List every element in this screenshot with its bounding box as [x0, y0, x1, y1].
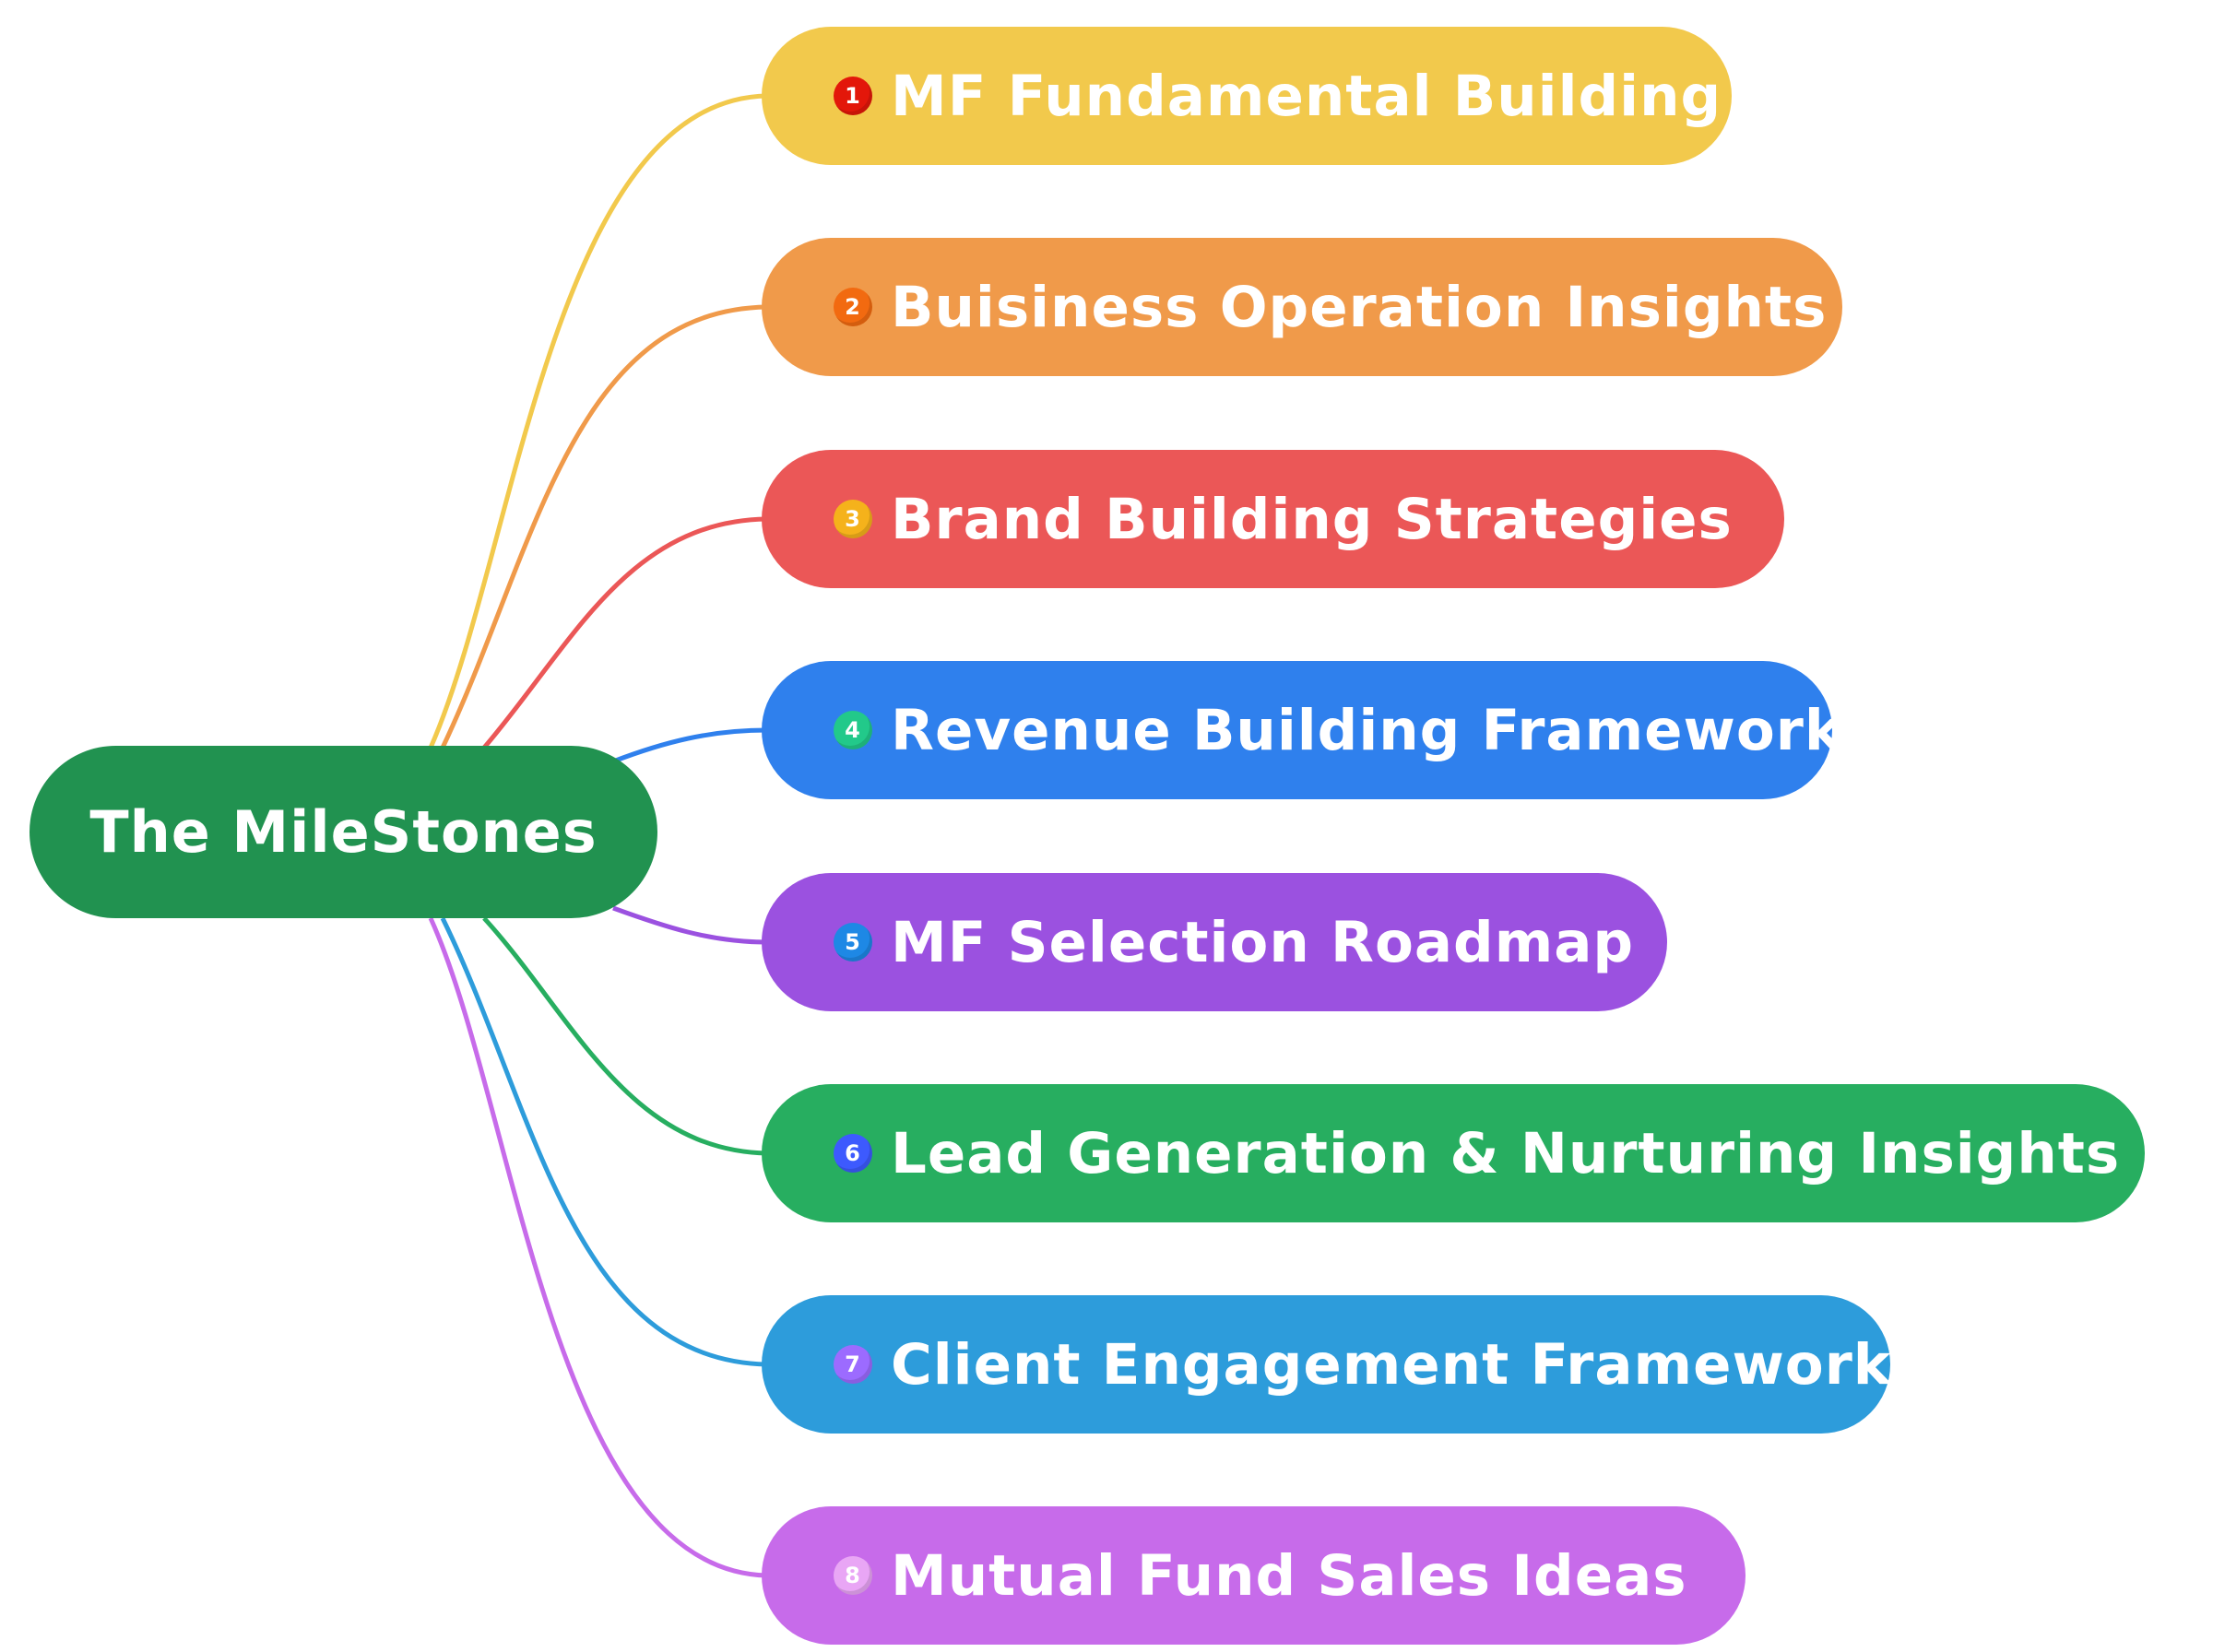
branch-topic-3[interactable]: 3 Brand Building Strategies	[762, 450, 1784, 588]
number-badge-7-icon: 7	[834, 1345, 872, 1384]
connector-line-8	[428, 916, 768, 1578]
branch-topic-5[interactable]: 5 MF Selection Roadmap	[762, 873, 1667, 1011]
branch-topic-2[interactable]: 2 Buisiness Operation Insights	[762, 238, 1842, 376]
number-badge-8-icon: 8	[834, 1556, 872, 1595]
branch-topic-6[interactable]: 6 Lead Generation & Nurturing Insights	[762, 1084, 2145, 1222]
connector-line-6	[482, 916, 768, 1156]
branch-topic-1-label: MF Fundamental Building	[891, 63, 1722, 129]
branch-topic-8[interactable]: 8 Mutual Fund Sales Ideas	[762, 1506, 1746, 1645]
connector-line-1	[428, 93, 768, 749]
connector-line-2	[440, 304, 768, 749]
branch-topic-6-label: Lead Generation & Nurturing Insights	[891, 1120, 2121, 1186]
branch-topic-3-label: Brand Building Strategies	[891, 486, 1733, 552]
branch-topic-2-label: Buisiness Operation Insights	[891, 274, 1828, 340]
branch-topic-7-label: Client Engagement Framework	[891, 1331, 1892, 1398]
number-badge-5-icon: 5	[834, 923, 872, 962]
branch-topic-5-label: MF Selection Roadmap	[891, 909, 1635, 975]
number-badge-2-icon: 2	[834, 288, 872, 326]
connector-line-7	[440, 916, 768, 1367]
connector-line-5	[612, 905, 768, 945]
root-topic-label: The MileStones	[89, 798, 598, 866]
connector-line-3	[482, 516, 768, 749]
branch-topic-4-label: Revenue Building Framework	[891, 697, 1843, 763]
branch-topic-7[interactable]: 7 Client Engagement Framework	[762, 1295, 1890, 1434]
number-badge-1-icon: 1	[834, 77, 872, 115]
number-badge-3-icon: 3	[834, 500, 872, 538]
branch-topic-8-label: Mutual Fund Sales Ideas	[891, 1542, 1687, 1609]
number-badge-6-icon: 6	[834, 1134, 872, 1173]
connector-line-4	[612, 727, 768, 764]
branch-topic-4[interactable]: 4 Revenue Building Framework	[762, 661, 1841, 799]
branch-topic-1[interactable]: 1 MF Fundamental Building	[762, 27, 1732, 165]
root-topic[interactable]: The MileStones	[30, 746, 657, 918]
number-badge-4-icon: 4	[834, 711, 872, 749]
